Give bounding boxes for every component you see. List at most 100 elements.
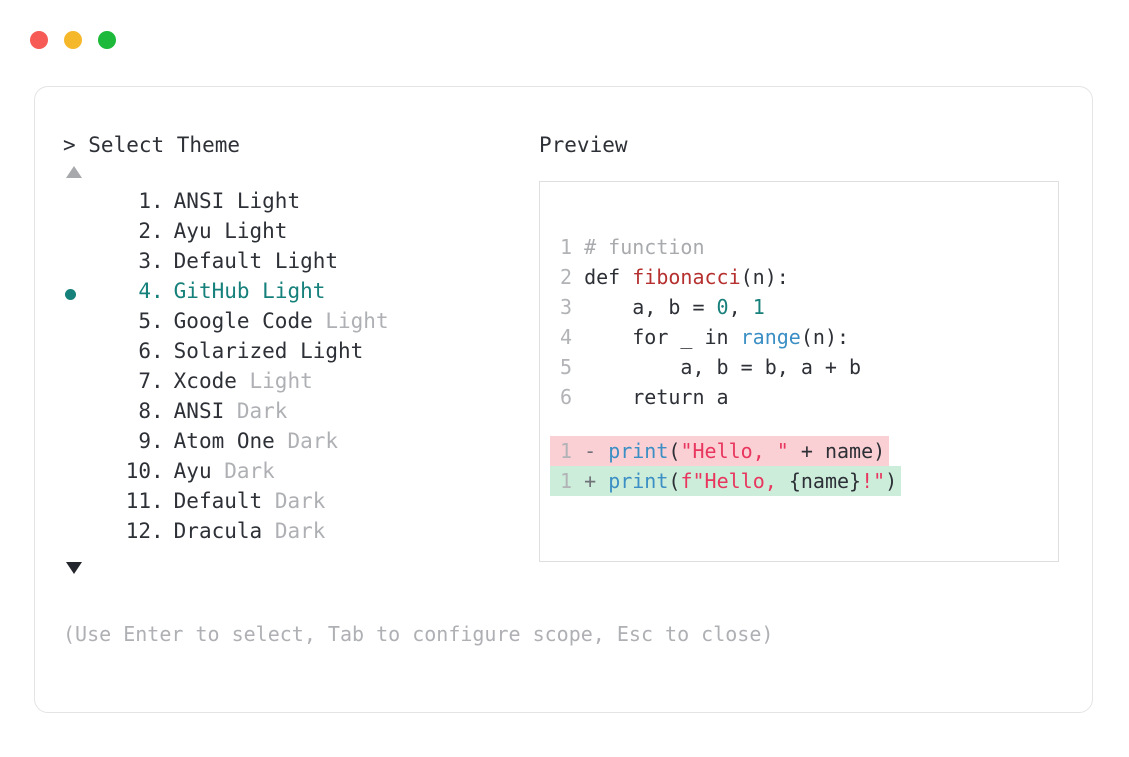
theme-list-item[interactable]: 3.Default Light [63,249,533,279]
diff-sign: + [584,469,609,493]
diff-line-number: 1 [560,469,585,493]
preview-label: Preview [539,133,628,157]
theme-item-variant: Light [236,189,301,213]
code-token: return a [584,385,729,409]
code-line: 1 # function [560,232,861,262]
theme-item-index: 11 [125,489,151,513]
theme-item-index: 4 [138,279,151,303]
theme-item-name: Dracula [173,519,275,543]
theme-item-index-dot: . [151,309,164,333]
code-line: 6 return a [560,382,861,412]
code-token: # function [584,235,705,259]
theme-list-item[interactable]: 8.ANSI Dark [63,399,533,429]
theme-item-variant: Dark [224,459,275,483]
diff-removed-line: 1 - print("Hello, " + name) [550,436,890,466]
theme-item-index: 2 [138,219,151,243]
diff-token: + name) [788,439,886,463]
theme-list-item[interactable]: 2.Ayu Light [63,219,533,249]
code-token: , [728,295,753,319]
theme-list-item[interactable]: 12.Dracula Dark [63,519,533,549]
maximize-dot[interactable] [98,31,116,49]
selection-bullet-cell [63,399,97,429]
scroll-down-arrow-icon[interactable] [66,562,82,574]
theme-item-index-dot: . [151,489,164,513]
code-token: a, b = b, a + b [584,355,862,379]
selection-bullet-cell [63,519,97,549]
diff-added-line: 1 + print(f"Hello, {name}!") [550,466,902,496]
selection-bullet-cell [63,369,97,399]
diff-token: ( [668,439,681,463]
code-token: range [740,325,801,349]
code-token: def [584,265,633,289]
theme-item-index: 6 [138,339,151,363]
theme-item-name: GitHub [173,279,263,303]
diff-token: !" [861,469,886,493]
diff-sample: 1 - print("Hello, " + name)1 + print(f"H… [550,436,902,496]
theme-item-index: 9 [138,429,151,453]
selection-bullet-cell [63,459,97,489]
theme-item-index: 12 [125,519,151,543]
theme-list-item[interactable]: 7.Xcode Light [63,369,533,399]
keyboard-hint: (Use Enter to select, Tab to configure s… [63,622,774,646]
theme-item-index-dot: . [151,339,164,363]
theme-list-item[interactable]: 4.GitHub Light [63,279,533,309]
scroll-up-arrow-icon[interactable] [66,166,82,178]
minimize-dot[interactable] [64,31,82,49]
close-dot[interactable] [30,31,48,49]
theme-list-item[interactable]: 6.Solarized Light [63,339,533,369]
theme-item-index-dot: . [151,189,164,213]
theme-item-variant: Dark [287,429,339,453]
theme-item-variant: Dark [274,489,326,513]
theme-list-item[interactable]: 1.ANSI Light [63,189,533,219]
scroll-down-row[interactable] [63,555,533,581]
theme-item-name: Default [173,249,275,273]
diff-line-wrapper: 1 - print("Hello, " + name) [550,436,901,466]
theme-item-name: Default [173,489,275,513]
selection-bullet-cell [63,339,97,369]
theme-list-item[interactable]: 11. Default Dark [63,489,533,519]
page-title: > Select Theme [63,133,241,157]
theme-item-variant: Light [300,339,364,363]
theme-item-variant: Light [249,369,313,393]
code-line-number: 6 [560,385,585,409]
selection-bullet-cell [63,249,97,279]
theme-item-index-dot: . [151,429,164,453]
theme-item-index: 10 [125,459,151,483]
theme-item-name: Atom One [173,429,288,453]
theme-item-index-dot: . [151,519,164,543]
theme-item-index: 5 [138,309,151,333]
theme-item-index: 7 [138,369,151,393]
selection-bullet-cell [63,429,97,459]
theme-list-item[interactable]: 9. Atom One Dark [63,429,533,459]
diff-token: print [608,439,669,463]
theme-list-item[interactable]: 5.Google Code Light [63,309,533,339]
code-line: 5 a, b = b, a + b [560,352,861,382]
code-line-number: 2 [560,265,585,289]
diff-token: ( [668,469,681,493]
window-controls [30,31,116,49]
diff-sign: - [584,439,609,463]
theme-list-item[interactable]: 10.Ayu Dark [63,459,533,489]
theme-item-index: 3 [138,249,151,273]
selection-bullet-cell [63,219,97,249]
theme-item-variant: Light [325,309,389,333]
diff-token: {name} [788,469,862,493]
theme-item-variant: Dark [236,399,288,423]
theme-item-index-dot: . [151,219,164,243]
theme-item-index-dot: . [151,399,164,423]
code-line: 4 for _ in range(n): [560,322,861,352]
diff-line-number: 1 [560,439,585,463]
theme-item-index-dot: . [151,459,164,483]
code-token: (n): [800,325,850,349]
code-line: 3 a, b = 0, 1 [560,292,861,322]
code-line-number: 4 [560,325,585,349]
theme-item-index: 8 [138,399,151,423]
code-token: 1 [752,295,765,319]
scroll-up-row[interactable] [63,159,533,185]
code-line-number: 1 [560,235,585,259]
code-line-number: 3 [560,295,585,319]
